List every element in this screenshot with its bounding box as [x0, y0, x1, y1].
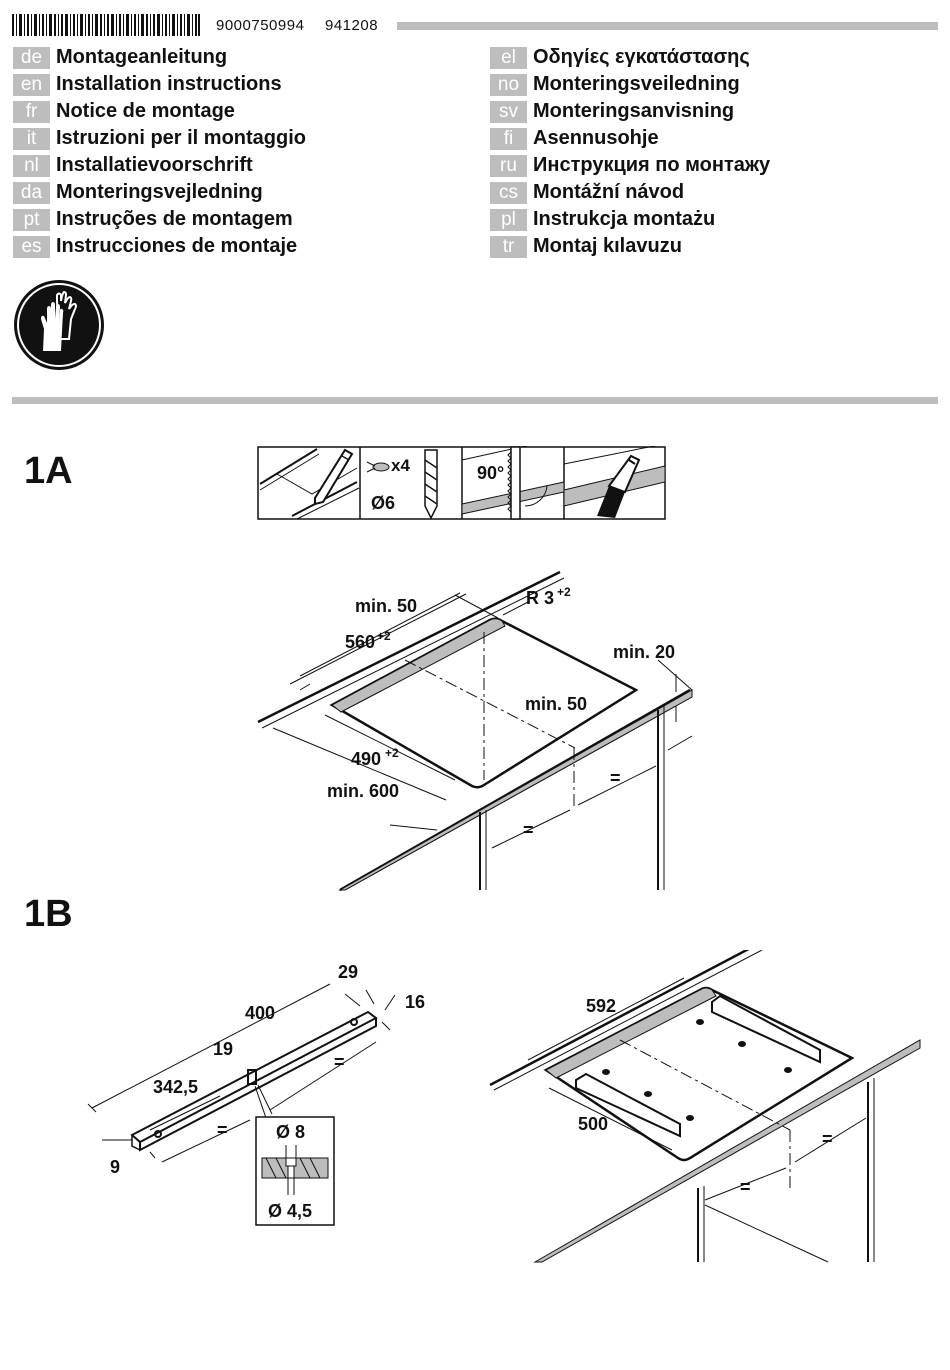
language-code-badge: sv [490, 100, 527, 123]
bore-detail [255, 1116, 335, 1226]
language-title: Notice de montage [56, 100, 235, 122]
language-code-badge: de [13, 46, 50, 69]
dim-bore-8: Ø 8 [276, 1122, 305, 1142]
language-row: ru Инструкция по монтажу [490, 152, 770, 179]
dim-equal: = [523, 820, 534, 840]
language-title: Montaj kılavuzu [533, 235, 682, 257]
language-title: Instruções de montagem [56, 208, 293, 230]
language-code-badge: es [13, 235, 50, 258]
language-title: Instrucciones de montaje [56, 235, 298, 257]
dim-16: 16 [405, 992, 425, 1012]
dim-equal: = [822, 1129, 833, 1149]
language-code-badge: it [13, 127, 50, 150]
language-code-badge: fi [490, 127, 527, 150]
dim-corner-radius-tolerance: +2 [557, 585, 571, 599]
dim-depth-490: 490 [351, 749, 381, 769]
dim-equal: = [334, 1052, 345, 1072]
language-list-right: el Οδηγίες εγκατάστασης no Monteringsveile… [490, 44, 770, 260]
language-list-left: de Montageanleitung en Installation instru… [13, 44, 306, 260]
dim-bore-4-5: Ø 4,5 [268, 1201, 312, 1221]
article-number: 9000750994 [216, 17, 305, 34]
language-row: tr Montaj kılavuzu [490, 233, 770, 260]
dim-342-5: 342,5 [153, 1077, 198, 1097]
language-row: sv Monteringsanvisning [490, 98, 770, 125]
language-title: Installatievoorschrift [56, 154, 253, 176]
language-row: fi Asennusohje [490, 125, 770, 152]
dim-9: 9 [110, 1157, 120, 1177]
language-title: Инструкция по монтажу [533, 154, 771, 176]
language-code-badge: nl [13, 154, 50, 177]
language-title: Monteringsveiledning [533, 73, 740, 95]
language-code-badge: cs [490, 181, 527, 204]
language-code-badge: en [13, 73, 50, 96]
language-row: es Instrucciones de montaje [13, 233, 306, 260]
screw-count: x4 [391, 456, 410, 475]
dim-depth-tolerance: +2 [385, 746, 399, 760]
language-row: it Istruzioni per il montaggio [13, 125, 306, 152]
section-divider [12, 397, 938, 404]
language-row: nl Installatievoorschrift [13, 152, 306, 179]
dim-equal: = [610, 768, 621, 788]
dim-corner-radius: R 3 [526, 588, 554, 608]
language-row: fr Notice de montage [13, 98, 306, 125]
language-title: Monteringsanvisning [533, 100, 735, 122]
dim-19: 19 [213, 1039, 233, 1059]
drill-diameter: Ø6 [371, 493, 395, 513]
language-row: el Οδηγίες εγκατάστασης [490, 44, 770, 71]
language-code-badge: tr [490, 235, 527, 258]
language-code-badge: no [490, 73, 527, 96]
dim-min600: min. 600 [327, 781, 399, 801]
cutout-diagram-1a: min. 50 R 3 +2 560 +2 min. 20 min. 50 49… [257, 570, 693, 892]
dim-equal: = [740, 1177, 751, 1197]
language-title: Monteringsvejledning [56, 181, 263, 203]
dim-width-tolerance: +2 [377, 629, 391, 643]
language-row: no Monteringsveiledning [490, 71, 770, 98]
bracket-diagram-1b: 29 16 400 19 = 342,5 = 9 Ø 8 Ø 4,5 592 5… [87, 950, 921, 1263]
dim-min50-top: min. 50 [355, 596, 417, 616]
dim-min20: min. 20 [613, 642, 675, 662]
header-rule [397, 22, 938, 30]
language-code-badge: pt [13, 208, 50, 231]
language-code-badge: el [490, 46, 527, 69]
tool-strip: x4 Ø6 90° [257, 446, 666, 520]
language-row: cs Montážní návod [490, 179, 770, 206]
dim-29: 29 [338, 962, 358, 982]
language-row: da Monteringsvejledning [13, 179, 306, 206]
language-title: Istruzioni per il montaggio [56, 127, 306, 149]
language-title: Montageanleitung [56, 46, 228, 68]
dim-592: 592 [586, 996, 616, 1016]
drill-bit-icon: x4 Ø6 [366, 449, 438, 520]
language-row: en Installation instructions [13, 71, 306, 98]
pencil-marking-icon [259, 448, 360, 520]
barcode [12, 14, 200, 36]
language-title: Οδηγίες εγκατάστασης [533, 46, 750, 68]
saw-angle-icon: 90° [461, 446, 565, 520]
document-code: 941208 [325, 17, 379, 34]
sealing-brush-icon [563, 446, 666, 518]
dim-equal: = [217, 1120, 228, 1140]
language-row: de Montageanleitung [13, 44, 306, 71]
language-title: Installation instructions [56, 73, 282, 95]
language-title: Montážní návod [533, 181, 685, 203]
language-row: pl Instrukcja montażu [490, 206, 770, 233]
language-code-badge: fr [13, 100, 50, 123]
step-1b-label: 1B [24, 893, 73, 935]
language-code-badge: ru [490, 154, 527, 177]
language-code-badge: da [13, 181, 50, 204]
wear-gloves-icon [14, 280, 104, 370]
language-row: pt Instruções de montagem [13, 206, 306, 233]
step-1a-label: 1A [24, 450, 73, 492]
dim-500: 500 [578, 1114, 608, 1134]
dim-min50-mid: min. 50 [525, 694, 587, 714]
language-code-badge: pl [490, 208, 527, 231]
language-title: Instrukcja montażu [533, 208, 716, 230]
dim-width-560: 560 [345, 632, 375, 652]
dim-400: 400 [245, 1003, 275, 1023]
angle-label: 90° [477, 463, 504, 483]
language-title: Asennusohje [533, 127, 659, 149]
